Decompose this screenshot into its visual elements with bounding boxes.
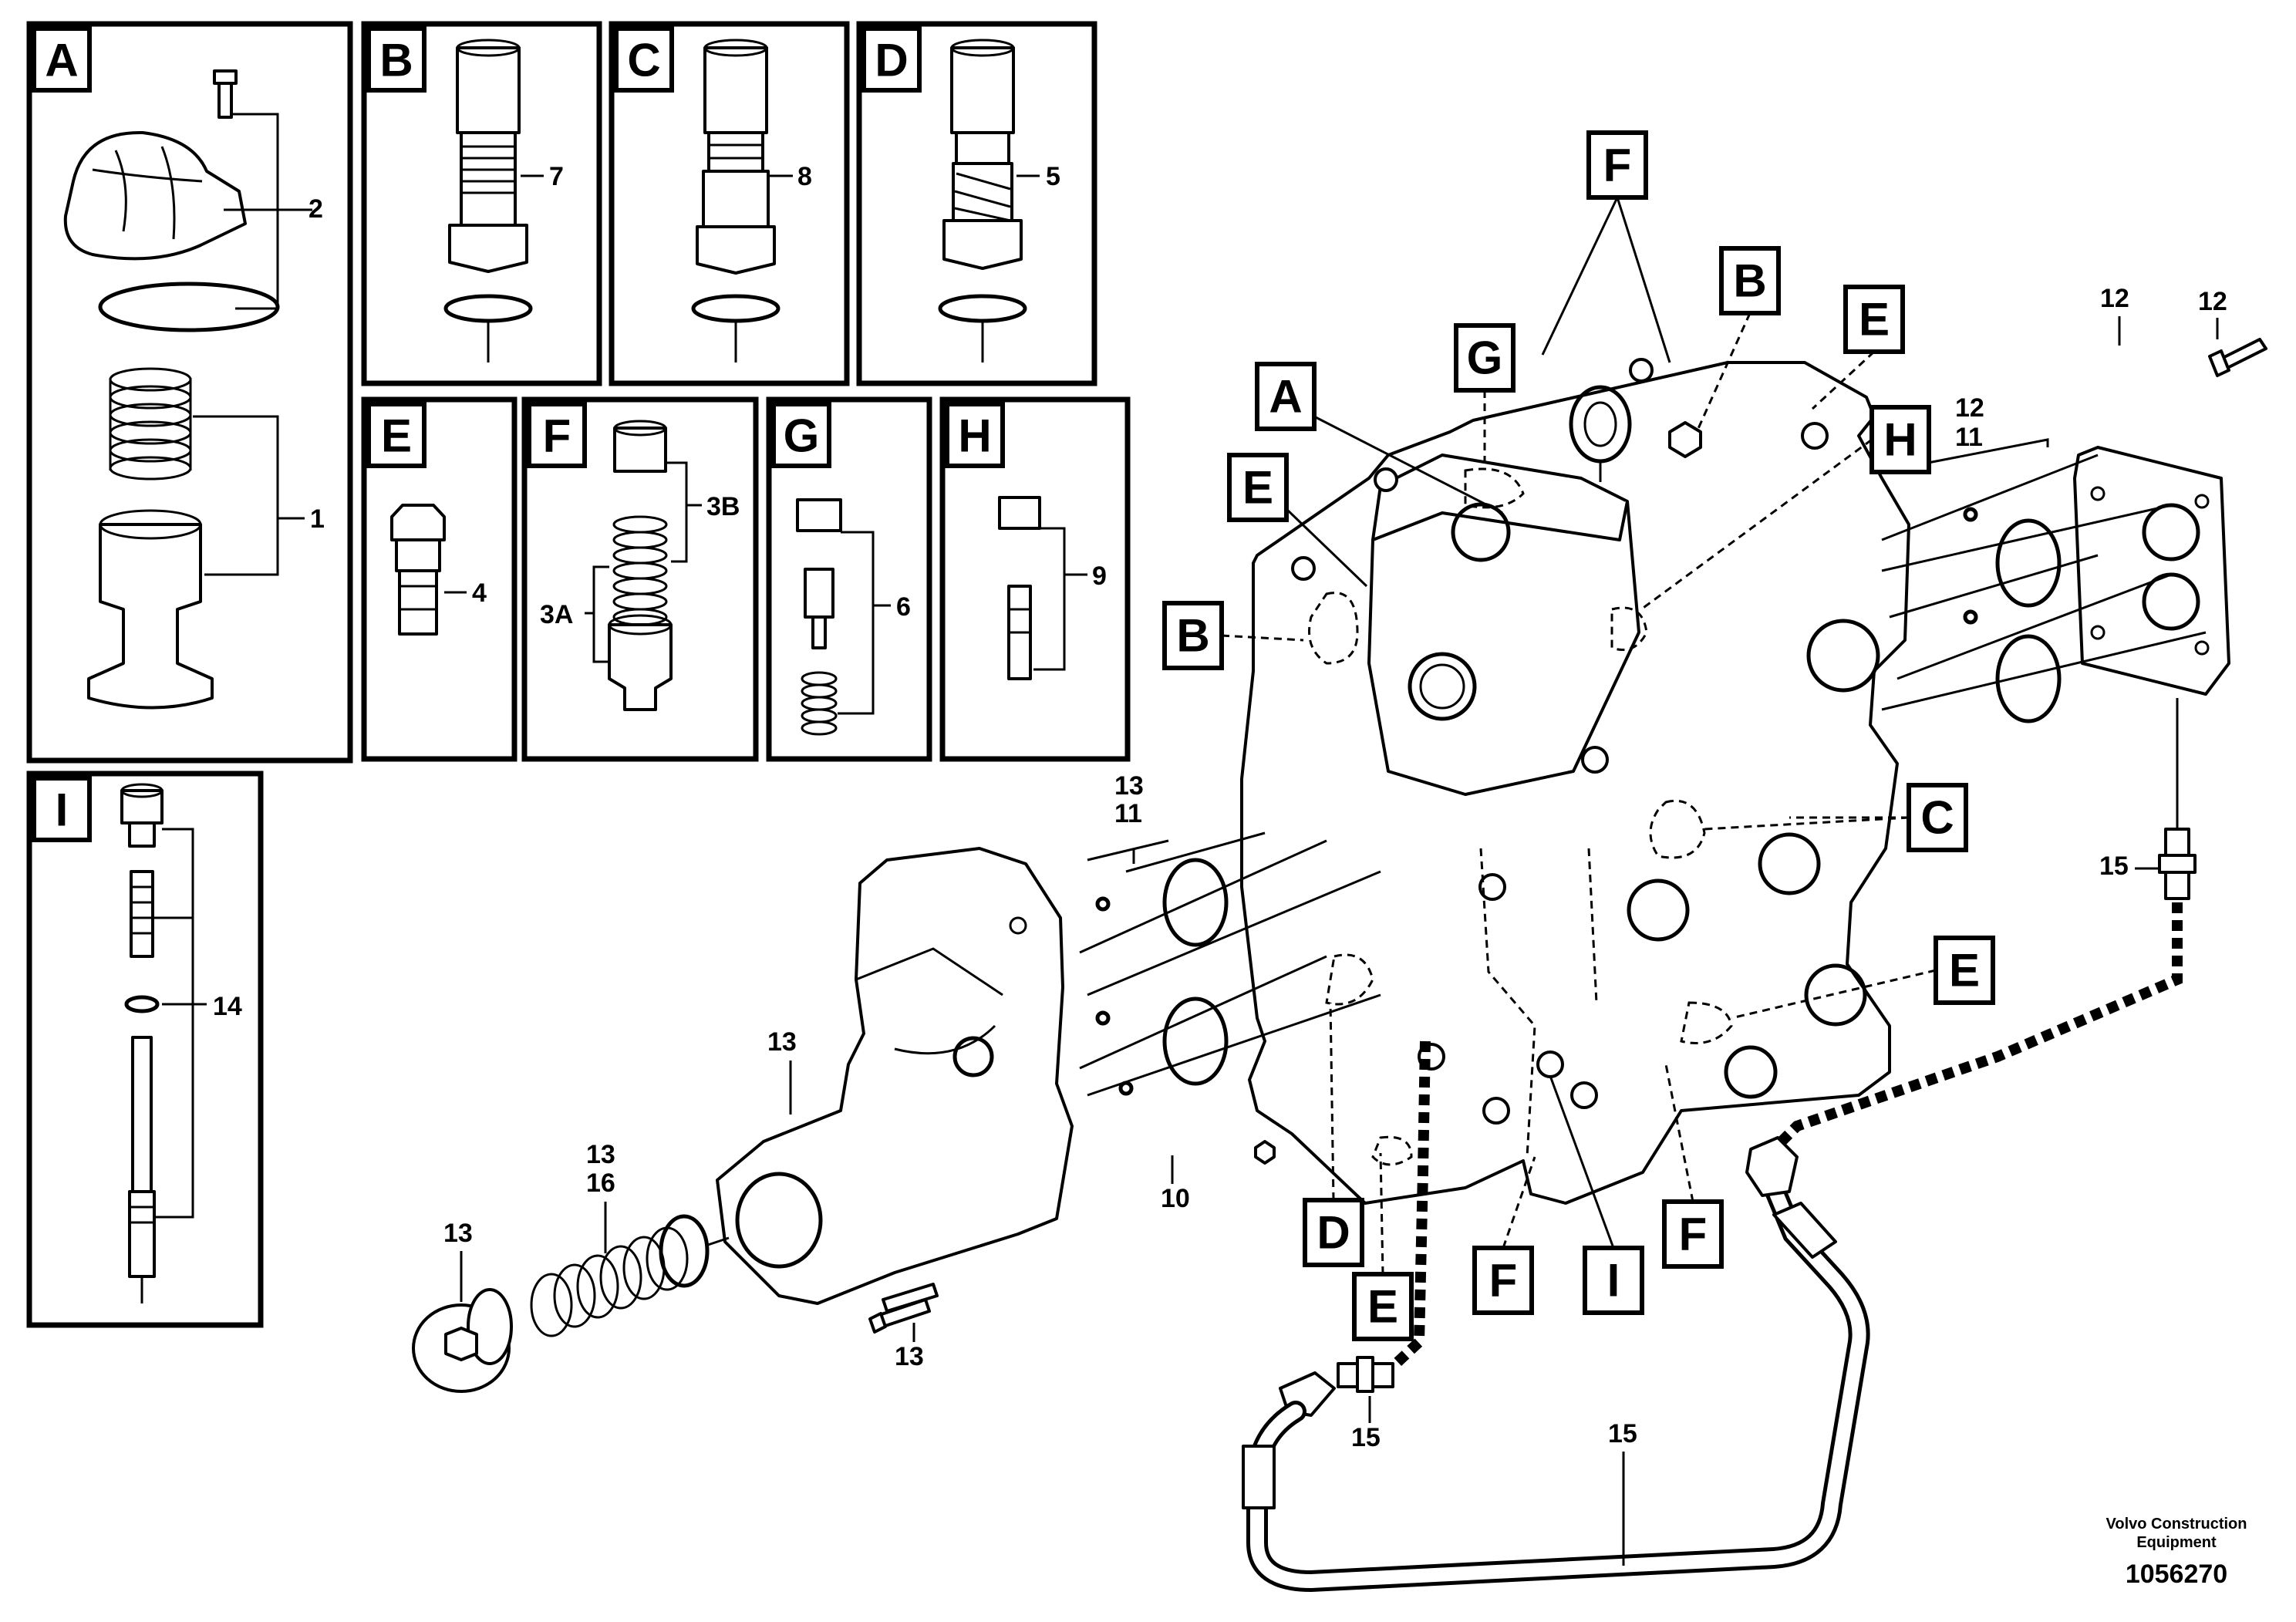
svg-text:B: B <box>1733 255 1766 307</box>
valve-block <box>1240 358 1910 1205</box>
location-label-f-bottom: F <box>1472 1156 1536 1315</box>
end-plug <box>412 1288 513 1393</box>
nipple-right <box>2158 698 2197 900</box>
svg-text:F: F <box>1679 1209 1708 1260</box>
callout-a-2: 2 <box>308 194 323 224</box>
credit-line-1: Volvo Construction <box>2106 1516 2247 1533</box>
part-13-seals: 13 <box>1114 771 1144 801</box>
detail-view-c: C 8 <box>609 21 850 386</box>
svg-text:H: H <box>1883 414 1917 466</box>
location-label-f-right: F <box>1662 1064 1724 1269</box>
drawing-number: 1056270 <box>2126 1560 2227 1589</box>
detail-view-d-label: D <box>875 35 908 86</box>
part-13-end-housing: 13 <box>767 1027 797 1057</box>
part-15-nipple-right: 15 <box>2099 851 2129 881</box>
svg-text:C: C <box>1920 792 1954 844</box>
svg-text:E: E <box>1367 1281 1398 1333</box>
callout-g-6: 6 <box>896 592 911 622</box>
detail-view-f-label: F <box>543 410 571 462</box>
detail-view-b: B 7 <box>361 21 602 386</box>
seals-left <box>1079 831 1381 1097</box>
detail-view-h: H 9 <box>939 396 1131 762</box>
detail-view-h-label: H <box>958 410 991 462</box>
svg-text:B: B <box>1176 610 1209 662</box>
location-label-c: C <box>1704 783 1968 852</box>
svg-text:F: F <box>1603 140 1632 191</box>
cover-plate-right <box>1881 338 2267 723</box>
location-label-i: I <box>1549 1075 1644 1315</box>
callout-e-4: 4 <box>472 578 487 608</box>
part-13-bolt: 13 <box>895 1342 924 1371</box>
svg-text:G: G <box>1467 332 1503 384</box>
part-15-nipple-bottom: 15 <box>1351 1423 1381 1452</box>
svg-text:F: F <box>1489 1255 1518 1307</box>
location-label-a: A <box>1255 362 1503 514</box>
spring-g <box>801 671 838 736</box>
hose-assembly <box>1242 1136 1870 1593</box>
detail-view-g-label: G <box>784 410 820 462</box>
callout-i-14: 14 <box>213 992 242 1021</box>
spring-main <box>530 1214 730 1337</box>
detail-view-b-label: B <box>379 35 413 86</box>
credit-line-2: Equipment <box>2136 1534 2217 1551</box>
detail-view-c-label: C <box>627 35 660 86</box>
housing-bolt <box>868 1298 931 1334</box>
svg-text:I: I <box>1607 1255 1620 1307</box>
svg-text:A: A <box>1269 371 1302 423</box>
part-16-spring: 16 <box>586 1168 615 1198</box>
part-12-bolt: 12 <box>2198 287 2227 316</box>
detail-view-a: A 2 1 <box>26 21 353 764</box>
spring-a <box>109 367 192 481</box>
location-label-d: D <box>1303 1002 1364 1267</box>
part-13-spring: 13 <box>586 1140 615 1169</box>
detail-view-f: F 3B 3A <box>521 396 759 762</box>
part-11-seals: 11 <box>1955 423 1983 452</box>
svg-text:E: E <box>1949 945 1980 996</box>
part-12-cover-plate: 12 <box>2100 284 2129 313</box>
location-label-g: G <box>1454 323 1515 467</box>
part-11-seals-left: 11 <box>1114 799 1142 828</box>
location-label-e-bottom: E <box>1352 1152 1414 1341</box>
detail-view-e: E 4 <box>361 396 518 762</box>
spring-f <box>612 515 668 626</box>
detail-view-e-label: E <box>381 410 412 462</box>
detail-view-i: I 14 <box>26 771 264 1328</box>
part-13-end-plug: 13 <box>443 1219 473 1248</box>
location-label-f-top: F <box>1541 130 1671 363</box>
nipple-bottom <box>1337 1356 1394 1393</box>
location-label-e-top: E <box>1811 285 1905 410</box>
detail-view-i-label: I <box>56 784 69 836</box>
callout-f-3a: 3A <box>540 600 573 629</box>
callout-c-8: 8 <box>797 162 812 191</box>
callout-d-5: 5 <box>1046 162 1060 191</box>
callout-h-9: 9 <box>1092 561 1107 591</box>
detail-view-d: D 5 <box>856 21 1097 386</box>
callout-a-1: 1 <box>310 504 325 534</box>
svg-text:E: E <box>1242 462 1273 514</box>
detail-view-a-label: A <box>45 35 78 86</box>
part-10-plug: 10 <box>1161 1184 1190 1213</box>
svg-text:D: D <box>1317 1207 1350 1259</box>
part-15-hose: 15 <box>1608 1419 1637 1448</box>
location-label-e-left: E <box>1227 453 1368 588</box>
callout-f-3b: 3B <box>706 492 740 521</box>
location-label-b-left: B <box>1162 601 1304 670</box>
end-housing <box>716 847 1074 1313</box>
part-12-seals: 12 <box>1955 393 1984 423</box>
plug-10 <box>1254 1140 1276 1165</box>
svg-text:E: E <box>1859 294 1890 346</box>
detail-view-g: G 6 <box>766 396 932 762</box>
location-label-h: H <box>1640 405 1931 611</box>
location-label-b-top: B <box>1695 246 1781 433</box>
callout-b-7: 7 <box>549 162 564 191</box>
location-label-e-right: E <box>1731 936 1995 1020</box>
